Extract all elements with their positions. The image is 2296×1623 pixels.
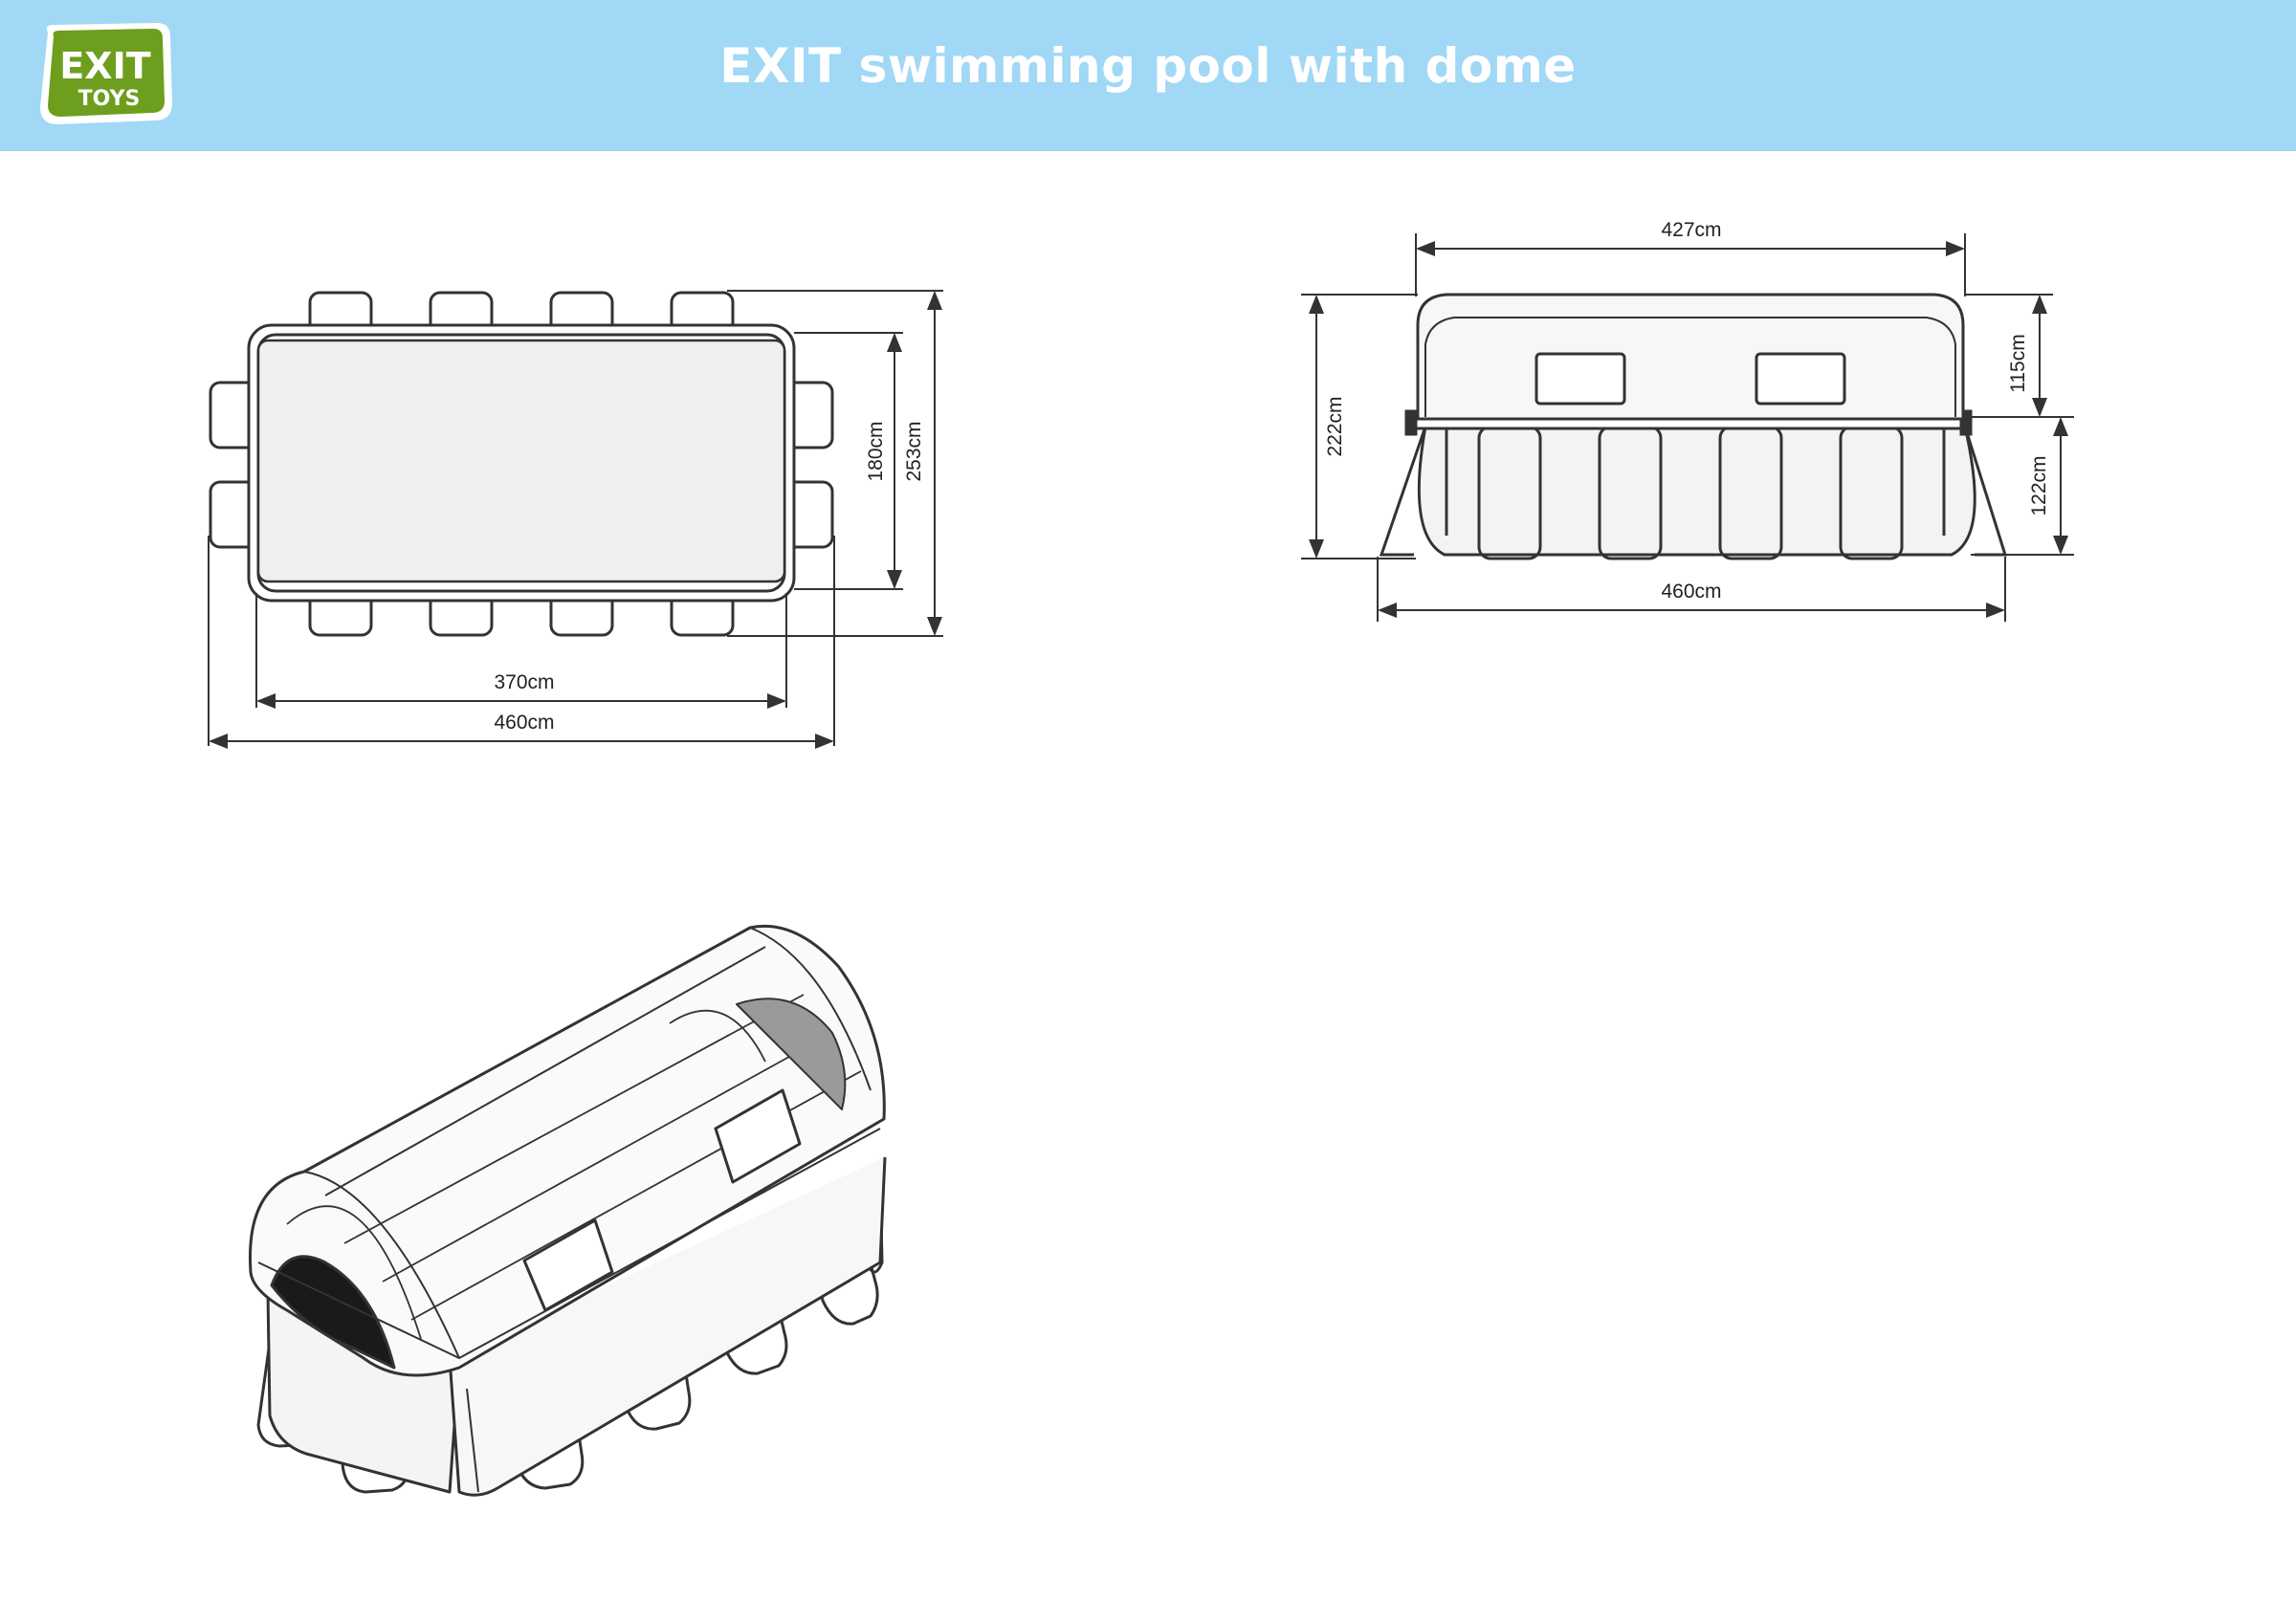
logo-line2: TOYS bbox=[78, 87, 141, 111]
top-view bbox=[209, 291, 834, 637]
dim-inner-depth: 180cm bbox=[865, 421, 887, 481]
dim-base-width: 460cm bbox=[1661, 581, 1721, 603]
iso-window-back bbox=[714, 1088, 802, 1184]
side-view-dimensions bbox=[1301, 233, 2074, 622]
side-view-window-right bbox=[1755, 352, 1846, 406]
dim-pool-height: 122cm bbox=[2028, 455, 2050, 515]
dim-dome-height: 115cm bbox=[2007, 334, 2029, 392]
side-view bbox=[1379, 293, 2008, 560]
dim-inner-width: 370cm bbox=[494, 671, 554, 693]
logo-line1: EXIT bbox=[59, 45, 150, 87]
top-view-pool-surface bbox=[256, 339, 786, 583]
iso-entrance-far bbox=[736, 998, 847, 1110]
top-view-dimensions bbox=[208, 290, 943, 749]
dim-outer-depth: 253cm bbox=[903, 421, 925, 481]
dim-outer-width: 460cm bbox=[494, 712, 554, 734]
header-bar: EXIT TOYS EXIT swimming pool with dome bbox=[0, 0, 2296, 151]
dim-dome-width: 427cm bbox=[1661, 219, 1721, 241]
side-view-dome bbox=[1416, 293, 1965, 421]
side-view-left-leg bbox=[1379, 426, 1427, 557]
dim-total-height: 222cm bbox=[1324, 396, 1346, 456]
side-view-window-left bbox=[1534, 352, 1626, 406]
page-title: EXIT swimming pool with dome bbox=[719, 38, 1577, 94]
iso-window-front bbox=[522, 1218, 614, 1312]
exit-toys-logo: EXIT TOYS bbox=[40, 23, 172, 124]
isometric-view bbox=[248, 924, 887, 1497]
